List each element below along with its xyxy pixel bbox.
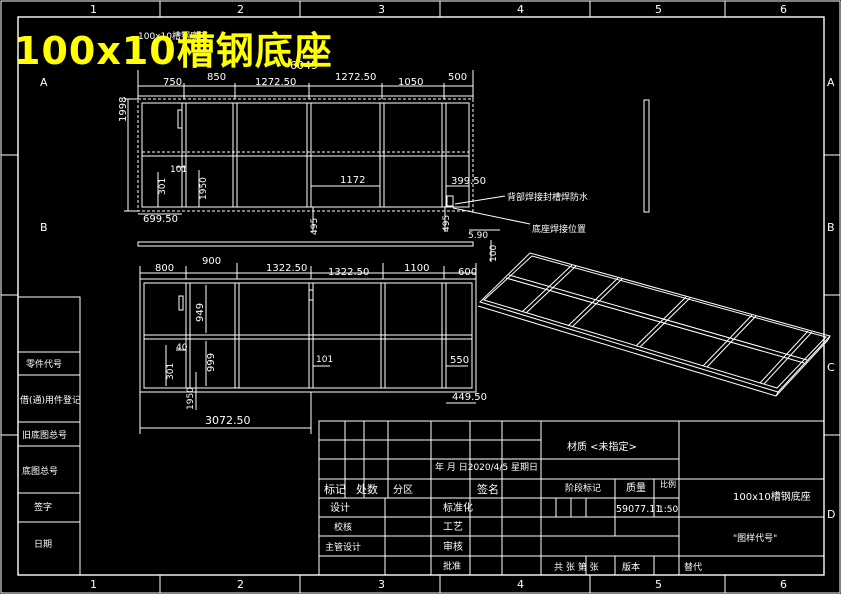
- dim-495-b: 495: [442, 215, 452, 232]
- left-table: [17, 296, 81, 576]
- dim-495-a: 495: [310, 218, 320, 235]
- scale-value: 1:50: [658, 505, 678, 515]
- sheet-count: 共 张 第 张: [554, 561, 599, 573]
- col-mark: 标记: [324, 482, 346, 496]
- dim-449: 449.50: [452, 392, 487, 403]
- dim-1322-b: 1322.50: [328, 267, 369, 278]
- col-label: 6: [780, 3, 787, 16]
- col-label: 1: [90, 3, 97, 16]
- isometric-view: [477, 252, 831, 397]
- col-count: 处数: [356, 483, 378, 496]
- part-name: 100x10槽钢底座: [733, 490, 811, 503]
- dim-301: 301: [158, 178, 168, 195]
- label-borrowed: 借(通)用件登记: [20, 394, 81, 406]
- drawing-code: "图样代号": [733, 532, 777, 544]
- dim-550: 550: [450, 355, 469, 366]
- weight-value: 59077.11: [616, 504, 661, 515]
- dim-850: 850: [207, 72, 226, 83]
- col-label: 4: [517, 3, 524, 16]
- dim-3072: 3072.50: [205, 414, 251, 427]
- label-check: 校核: [334, 521, 352, 533]
- title-block: [318, 420, 825, 576]
- row-label: A: [827, 76, 835, 89]
- dim-1050: 1050: [398, 77, 423, 88]
- row-label: B: [40, 221, 48, 234]
- label-standard: 标准化: [443, 501, 473, 514]
- dim-800: 800: [155, 263, 174, 274]
- label-old-base: 旧底图总号: [22, 429, 67, 441]
- title-block-text: 材质 <未指定> 年 月 日2020/4/5 星期日 标记 处数 分区 签名 设…: [324, 440, 811, 573]
- col-label: 3: [378, 578, 385, 591]
- dim-1100: 1100: [404, 263, 429, 274]
- col-label: 4: [517, 578, 524, 591]
- overall-width-dim: 6045: [290, 59, 318, 72]
- col-label: 2: [237, 578, 244, 591]
- left-table-labels: 零件代号 借(通)用件登记 旧底图总号 底图总号 签字 日期: [20, 358, 81, 550]
- dim-900: 900: [202, 256, 221, 267]
- label-date: 日期: [34, 539, 52, 550]
- top-view-caption: 100x10槽钢底座: [138, 30, 208, 42]
- date-line: 年 月 日2020/4/5 星期日: [435, 461, 538, 473]
- dim-590: 5.90: [468, 231, 488, 241]
- label-part-code: 零件代号: [26, 358, 62, 370]
- dim-1322-a: 1322.50: [266, 263, 307, 274]
- col-label: 5: [655, 3, 662, 16]
- col-sign: 签名: [477, 482, 499, 496]
- label-stage: 阶段标记: [565, 482, 601, 494]
- dim-1272-a: 1272.50: [255, 77, 296, 88]
- dim-500: 500: [448, 72, 467, 83]
- label-version: 版本: [622, 561, 640, 573]
- col-label: 2: [237, 3, 244, 16]
- label-sign: 签字: [34, 501, 52, 513]
- dim-1998: 1998: [118, 97, 129, 122]
- col-label: 5: [655, 578, 662, 591]
- note-weld: 底座焊接位置: [532, 223, 586, 235]
- material-label: 材质 <未指定>: [567, 440, 637, 453]
- front-view-dims: 800 900 1322.50 1322.50 1100 600 949 999…: [155, 256, 487, 427]
- note-waterproof: 背部焊接封槽焊防水: [507, 191, 588, 203]
- label-craft: 工艺: [443, 521, 463, 533]
- dim-1272-b: 1272.50: [335, 72, 376, 83]
- row-label: A: [40, 76, 48, 89]
- dim-600: 600: [458, 267, 477, 278]
- col-label: 3: [378, 3, 385, 16]
- row-label: B: [827, 221, 835, 234]
- label-scale: 比例: [660, 479, 676, 489]
- dim-1950: 1950: [199, 177, 209, 200]
- inner-border: [17, 16, 825, 576]
- label-review: 审核: [443, 540, 463, 553]
- dim-399: 399.50: [451, 176, 486, 187]
- dim-101: 101: [170, 165, 187, 175]
- dim-1172: 1172: [340, 175, 365, 186]
- drawing-title: 100x10槽钢底座: [14, 29, 333, 73]
- dim-101-front: 101: [316, 355, 333, 365]
- label-base-no: 底图总号: [22, 465, 58, 477]
- label-chief: 主管设计: [325, 541, 361, 553]
- dim-949: 949: [195, 303, 206, 322]
- dim-699: 699.50: [143, 214, 178, 225]
- dim-999: 999: [206, 353, 217, 372]
- col-zone: 分区: [393, 484, 413, 496]
- col-label: 1: [90, 578, 97, 591]
- dim-1950-front: 1950: [186, 387, 196, 410]
- top-view-dims: 100x10槽钢底座 6045 750 850 1272.50 1272.50 …: [118, 30, 588, 262]
- dim-100: 100: [489, 245, 499, 262]
- label-replace: 替代: [684, 561, 702, 573]
- dim-750: 750: [163, 77, 182, 88]
- dim-40: 40: [176, 343, 188, 353]
- label-approve: 批准: [443, 560, 461, 572]
- row-label: C: [827, 361, 835, 374]
- label-design: 设计: [330, 501, 350, 514]
- label-weight: 质量: [626, 482, 646, 494]
- dim-301-front: 301: [166, 363, 176, 380]
- zone-labels: 1 2 3 4 5 6 1 2 3 4 5 6 A B A B C D: [40, 3, 835, 591]
- front-view: [139, 263, 477, 434]
- top-view: [124, 70, 650, 262]
- row-label: D: [827, 508, 835, 521]
- col-label: 6: [780, 578, 787, 591]
